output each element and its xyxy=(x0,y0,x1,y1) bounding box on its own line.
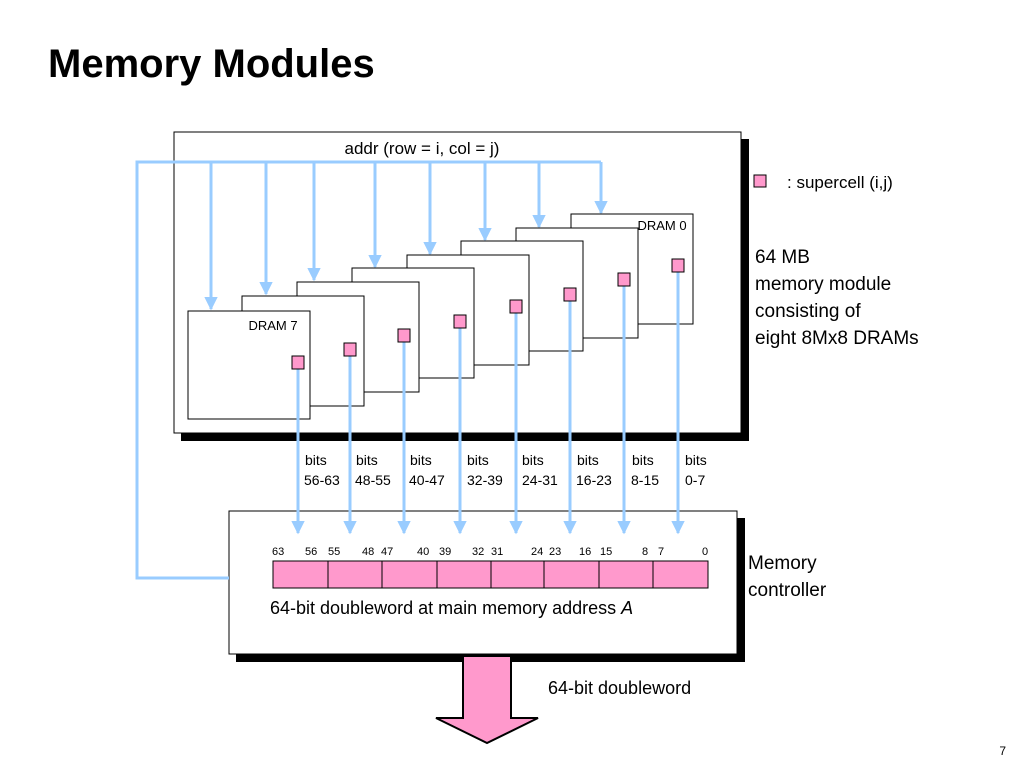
output-label: 64-bit doubleword xyxy=(548,678,691,698)
bit-label-range: 24-31 xyxy=(522,472,558,488)
svg-text:8: 8 xyxy=(642,546,648,558)
doubleword-register xyxy=(272,560,709,589)
svg-text:16: 16 xyxy=(579,546,591,558)
supercell-legend-swatch xyxy=(753,174,767,188)
bit-label-word: bits xyxy=(632,452,654,468)
bit-label-word: bits xyxy=(356,452,378,468)
data-lines xyxy=(291,271,685,535)
bit-label-range: 0-7 xyxy=(685,472,705,488)
supercell-dram-5 xyxy=(397,328,411,343)
bit-label-word: bits xyxy=(522,452,544,468)
supercell-dram-6 xyxy=(343,342,357,357)
bit-label-range: 48-55 xyxy=(355,472,391,488)
register-cell-48-55 xyxy=(327,560,383,589)
svg-text:23: 23 xyxy=(549,546,561,558)
bit-label-range: 56-63 xyxy=(304,472,340,488)
svg-text:31: 31 xyxy=(491,546,503,558)
register-cell-40-47 xyxy=(381,560,438,589)
bit-label-word: bits xyxy=(467,452,489,468)
svg-text:39: 39 xyxy=(439,546,451,558)
bit-label-range: 32-39 xyxy=(467,472,503,488)
svg-text:40: 40 xyxy=(417,546,429,558)
supercell-dram-3 xyxy=(509,299,523,314)
svg-text:0: 0 xyxy=(702,546,708,558)
module-description-line-3: consisting of xyxy=(755,301,861,322)
module-description: 64 MB memory module consisting of eight … xyxy=(755,247,919,349)
supercell-dram-7 xyxy=(291,355,305,370)
doubleword-caption-address: A xyxy=(620,598,633,618)
bit-label-range: 8-15 xyxy=(631,472,659,488)
address-bus xyxy=(135,160,608,580)
bit-label-word: bits xyxy=(685,452,707,468)
bit-label-word: bits xyxy=(410,452,432,468)
register-cell-8-15 xyxy=(598,560,654,589)
svg-text:47: 47 xyxy=(381,546,393,558)
svg-text:48: 48 xyxy=(362,546,374,558)
memory-controller-label: Memory controller xyxy=(748,553,827,601)
bit-label-range: 40-47 xyxy=(409,472,445,488)
bit-range-labels: bits 56-63 bits 48-55 bits 40-47 bits 32… xyxy=(304,452,707,488)
slide-title: Memory Modules xyxy=(48,42,375,86)
supercell-dram-1 xyxy=(617,272,631,287)
module-description-line-4: eight 8Mx8 DRAMs xyxy=(755,328,919,349)
svg-text:32: 32 xyxy=(472,546,484,558)
bit-number-scale: 63 56 55 48 47 40 39 32 31 24 23 16 15 8… xyxy=(272,546,708,558)
register-cell-32-39 xyxy=(436,560,492,589)
register-cell-56-63 xyxy=(272,560,329,589)
svg-text:15: 15 xyxy=(600,546,612,558)
svg-text:56: 56 xyxy=(305,546,317,558)
dram-7-box xyxy=(187,310,311,420)
doubleword-caption-text: 64-bit doubleword at main memory address xyxy=(270,598,621,618)
dram-0-label: DRAM 0 xyxy=(637,218,686,233)
svg-text:Memory: Memory xyxy=(748,553,817,574)
supercell-legend-label: : supercell (i,j) xyxy=(787,173,893,192)
svg-text:55: 55 xyxy=(328,546,340,558)
bit-label-word: bits xyxy=(577,452,599,468)
doubleword-caption: 64-bit doubleword at main memory address… xyxy=(270,598,633,618)
dram-7-label: DRAM 7 xyxy=(248,318,297,333)
output-arrow xyxy=(435,655,539,745)
register-cell-16-23 xyxy=(543,560,600,589)
svg-text:controller: controller xyxy=(748,580,827,601)
supercell-dram-0 xyxy=(671,258,685,273)
register-cell-24-31 xyxy=(490,560,545,589)
supercell-dram-4 xyxy=(453,314,467,329)
addr-label: addr (row = i, col = j) xyxy=(345,139,500,158)
module-description-line-1: 64 MB xyxy=(755,247,810,268)
svg-text:24: 24 xyxy=(531,546,543,558)
register-cell-0-7 xyxy=(652,560,709,589)
bit-label-range: 16-23 xyxy=(576,472,612,488)
page-number: 7 xyxy=(999,744,1006,758)
supercell-dram-2 xyxy=(563,287,577,302)
bit-label-word: bits xyxy=(305,452,327,468)
supercells xyxy=(291,258,685,370)
svg-text:63: 63 xyxy=(272,546,284,558)
module-description-line-2: memory module xyxy=(755,274,891,295)
svg-text:7: 7 xyxy=(658,546,664,558)
